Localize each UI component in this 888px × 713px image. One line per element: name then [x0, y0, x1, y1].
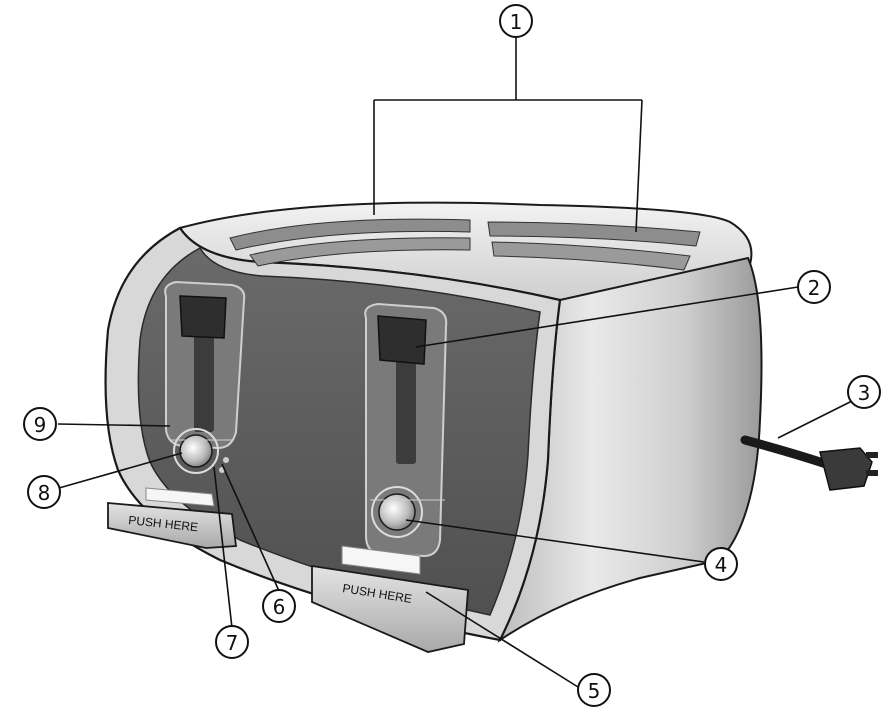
callout-1: 1 — [499, 4, 533, 38]
left-indicator-light-a — [223, 457, 229, 463]
right-lever-slot — [396, 344, 416, 464]
slot-right-outer — [487, 221, 701, 247]
callout-6: 6 — [262, 589, 296, 623]
left-lever-handle[interactable] — [179, 295, 227, 339]
callout-2: 2 — [797, 270, 831, 304]
right-control-group — [364, 302, 448, 558]
callout-3: 3 — [847, 375, 881, 409]
left-lever-slot — [194, 320, 214, 432]
svg-text:2: 2 — [808, 276, 821, 300]
left-browning-knob[interactable] — [179, 434, 213, 468]
svg-text:9: 9 — [34, 413, 47, 437]
callout-9: 9 — [23, 407, 57, 441]
right-lever-handle[interactable] — [377, 315, 427, 365]
svg-text:7: 7 — [226, 631, 239, 655]
svg-text:6: 6 — [273, 595, 286, 619]
svg-text:3: 3 — [858, 381, 871, 405]
left-control-group — [164, 280, 246, 474]
left-crumb-tray[interactable]: PUSH HERE — [107, 487, 238, 549]
slot-left-outer — [229, 218, 471, 251]
right-knob-ring — [371, 486, 423, 538]
svg-text:1: 1 — [510, 10, 523, 34]
callout-7: 7 — [215, 625, 249, 659]
svg-text:8: 8 — [38, 481, 51, 505]
plug — [819, 447, 878, 491]
leader-lines — [57, 38, 865, 688]
callout-8: 8 — [27, 475, 61, 509]
left-knob-ring — [173, 428, 219, 474]
slot-right-inner — [491, 241, 691, 271]
callout-4: 4 — [704, 547, 738, 581]
svg-text:5: 5 — [588, 679, 601, 703]
callout-5: 5 — [577, 673, 611, 707]
right-crumb-tray[interactable]: PUSH HERE — [311, 545, 469, 653]
svg-text:4: 4 — [715, 553, 728, 577]
right-browning-knob[interactable] — [378, 493, 416, 531]
slot-left-inner — [249, 237, 471, 267]
